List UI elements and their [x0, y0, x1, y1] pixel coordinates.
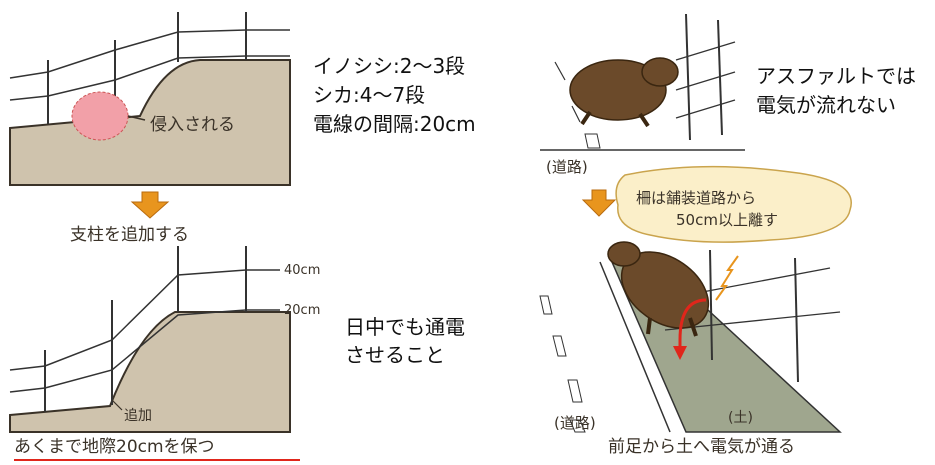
soil-strip-figure-bottom: (道路) (土): [539, 241, 842, 433]
annotation-leader: [111, 399, 123, 411]
lane-marking: [552, 335, 567, 357]
ground-profile-top: [9, 59, 291, 186]
asphalt-note-line-1: アスファルトでは: [756, 64, 916, 88]
spec-line-deer: シカ:4〜7段: [313, 83, 425, 107]
fence-wire-lower: [9, 309, 280, 393]
distance-callout: 柵は舗装道路から 50cm以上離す: [615, 165, 852, 243]
soil-label: (土): [728, 410, 753, 426]
current-arrowhead: [673, 346, 687, 360]
instruction-label: 支柱を追加する: [70, 225, 189, 245]
fence-slope-figure-bottom: 40cm 20cm 追加: [9, 246, 320, 433]
callout-bubble: [615, 165, 852, 243]
added-post-label: 追加: [124, 408, 152, 424]
daytime-power-note: 日中でも通電 させること: [345, 315, 465, 367]
spec-line-spacing: 電線の間隔:20cm: [313, 112, 476, 136]
fence-slope-figure-top: 侵入される: [9, 12, 291, 186]
fence-wire: [675, 41, 736, 61]
current-path-arrow: [678, 298, 707, 350]
fence-wire-lower: [9, 55, 290, 101]
fence-wire: [675, 71, 736, 91]
note-line-1: 日中でも通電: [345, 315, 465, 339]
road-dash: [554, 61, 566, 81]
lane-marking: [584, 133, 601, 149]
wire-spec-text: イノシシ:2〜3段 シカ:4〜7段 電線の間隔:20cm: [313, 54, 476, 136]
down-arrow-icon: [130, 191, 170, 219]
callout-line-2: 50cm以上離す: [676, 211, 778, 229]
road-label-bottom: (道路): [554, 414, 596, 432]
ground-clearance-caption: あくまで地際20cmを保つ: [14, 437, 215, 457]
intrusion-label: 侵入される: [150, 115, 235, 135]
wild-boar-icon: [569, 57, 679, 128]
lane-marking: [539, 295, 553, 315]
fence-wire-upper: [9, 29, 290, 79]
lane-marking: [567, 379, 583, 403]
fence-post: [717, 19, 723, 136]
fence-post: [709, 249, 713, 361]
fence-post: [685, 13, 691, 141]
fence-wire-upper: [9, 269, 280, 371]
fence-post: [794, 257, 799, 383]
down-arrow-icon: [581, 189, 617, 217]
road-dash: [571, 105, 581, 123]
note-line-2: させること: [345, 343, 445, 367]
current-path-caption: 前足から土へ電気が通る: [608, 437, 795, 457]
lane-marking: [569, 419, 586, 433]
callout-line-1: 柵は舗装道路から: [636, 189, 756, 207]
annotation-leader: [127, 115, 146, 121]
electric-spark-icon: [715, 255, 739, 301]
spec-line-boar: イノシシ:2〜3段: [313, 54, 465, 78]
height-label-20: 20cm: [284, 303, 320, 318]
intrusion-zone: [71, 91, 129, 141]
height-label-40: 40cm: [284, 263, 320, 278]
road-label-top: (道路): [546, 158, 588, 176]
road-edge: [599, 261, 671, 433]
fence-wire: [675, 99, 736, 119]
asphalt-note-line-2: 電気が流れない: [756, 93, 896, 117]
ground-profile-bottom: [9, 311, 291, 433]
asphalt-figure-top: (道路): [540, 13, 745, 176]
